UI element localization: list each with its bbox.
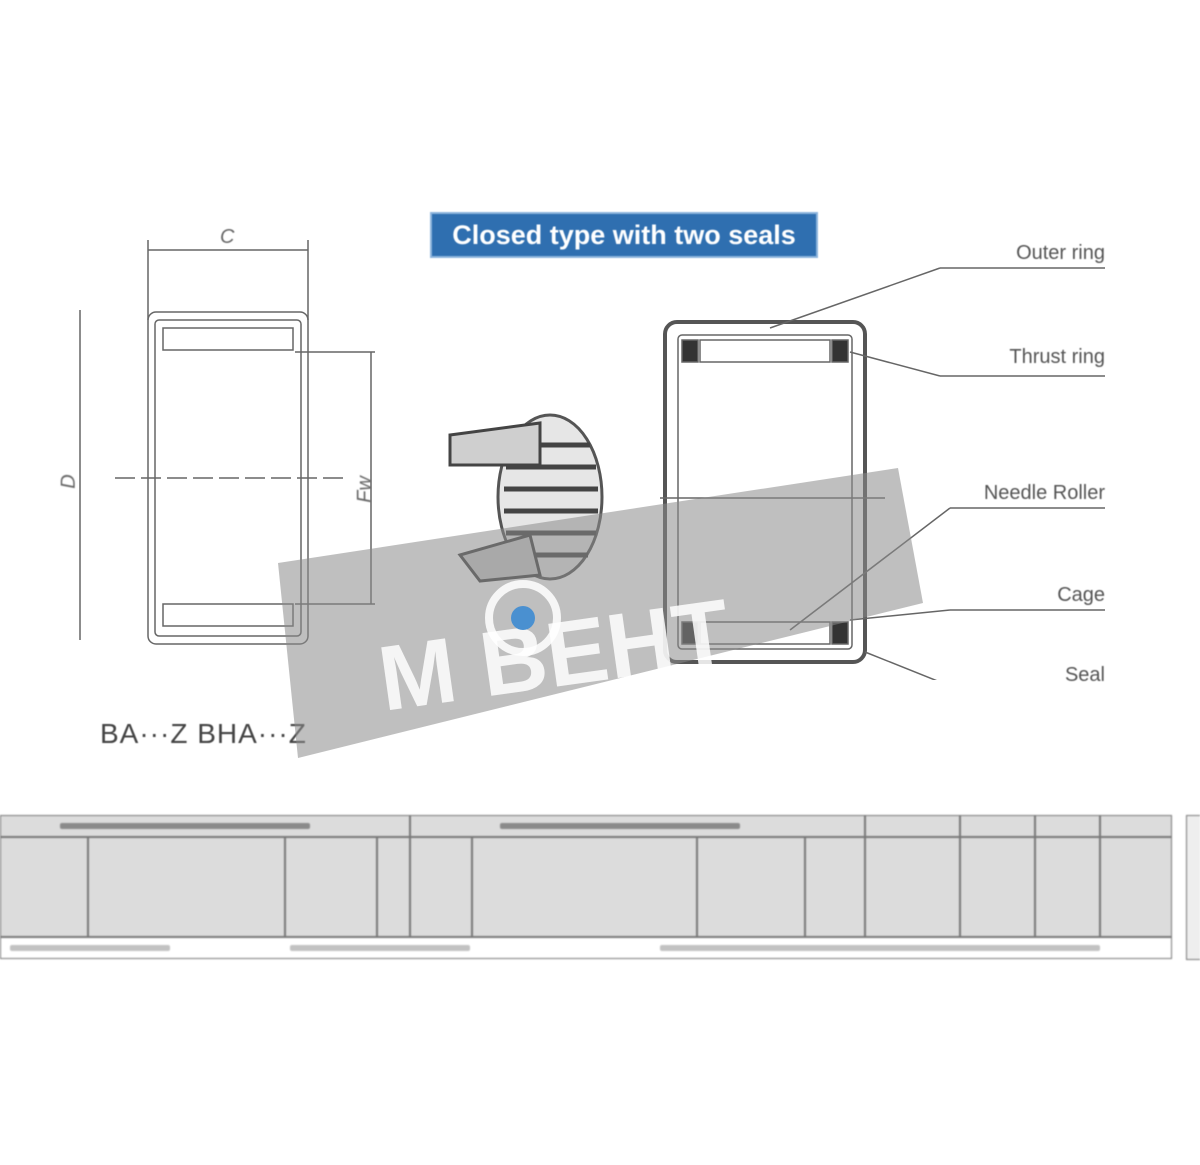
- label-seal: Seal: [1064, 664, 1105, 686]
- cross-section-drawing: [79, 240, 375, 645]
- watermark-logo: M BEHT movento.ru: [278, 468, 928, 773]
- label-needle-roller: Needle Roller: [983, 482, 1105, 504]
- label-cage: Cage: [1057, 584, 1105, 606]
- table-edge: [1186, 815, 1200, 960]
- label-outer-ring: Outer ring: [1016, 242, 1105, 264]
- title-banner: Closed type with two seals: [430, 212, 818, 258]
- model-designation: BA···Z BHA···Z: [100, 718, 307, 749]
- dimension-d: D: [57, 474, 80, 489]
- dimension-c: C: [220, 226, 235, 248]
- specification-table: [0, 815, 1172, 960]
- label-thrust-ring: Thrust ring: [1009, 346, 1105, 368]
